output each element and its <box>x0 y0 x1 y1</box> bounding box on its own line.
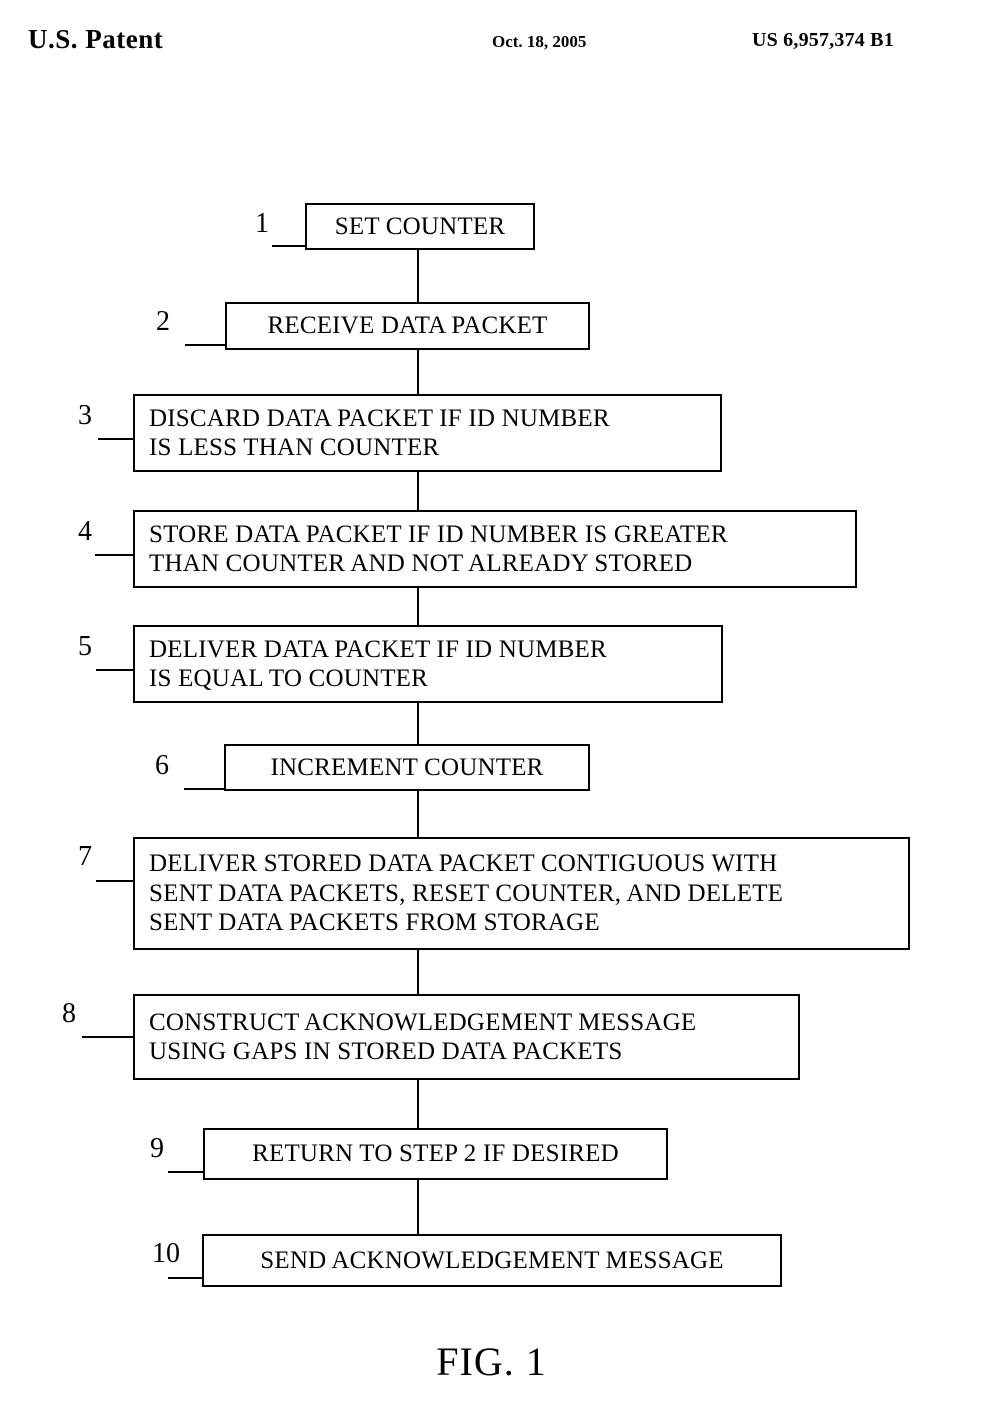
step-box-2[interactable]: RECEIVE DATA PACKET <box>225 302 590 350</box>
connector-3-to-4 <box>417 470 419 514</box>
step-box-1[interactable]: SET COUNTER <box>305 203 535 250</box>
step-box-5[interactable]: DELIVER DATA PACKET IF ID NUMBER IS EQUA… <box>133 625 723 703</box>
step-number-7: 7 <box>78 841 92 872</box>
patent-issue-date: Oct. 18, 2005 <box>492 32 587 51</box>
step-number-8: 8 <box>62 998 76 1029</box>
leader-line-2 <box>185 344 227 346</box>
connector-7-to-8 <box>417 950 419 994</box>
step-number-1: 1 <box>255 208 269 239</box>
step-box-4-line-2: THAN COUNTER AND NOT ALREADY STORED <box>149 550 693 577</box>
step-number-9: 9 <box>150 1133 164 1164</box>
step-box-10-line-1: SEND ACKNOWLEDGEMENT MESSAGE <box>260 1246 724 1274</box>
step-box-8-line-2: USING GAPS IN STORED DATA PACKETS <box>149 1038 623 1065</box>
step-box-7[interactable]: DELIVER STORED DATA PACKET CONTIGUOUS WI… <box>133 837 910 950</box>
step-box-1-line-1: SET COUNTER <box>334 212 506 240</box>
step-box-5-line-1: DELIVER DATA PACKET IF ID NUMBER <box>149 635 607 663</box>
step-number-6: 6 <box>155 750 169 781</box>
leader-line-5 <box>96 669 135 671</box>
step-number-3: 3 <box>78 400 92 431</box>
leader-line-10 <box>168 1277 204 1279</box>
step-box-4-line-1: STORE DATA PACKET IF ID NUMBER IS GREATE… <box>149 520 728 548</box>
step-box-4[interactable]: STORE DATA PACKET IF ID NUMBER IS GREATE… <box>133 510 857 588</box>
connector-9-to-10 <box>417 1178 419 1236</box>
step-number-4: 4 <box>78 516 92 547</box>
step-box-3[interactable]: DISCARD DATA PACKET IF ID NUMBER IS LESS… <box>133 394 722 472</box>
step-box-9[interactable]: RETURN TO STEP 2 IF DESIRED <box>203 1128 668 1180</box>
patent-header: U.S. Patent Oct. 18, 2005 US 6,957,374 B… <box>0 0 983 78</box>
step-box-6-line-1: INCREMENT COUNTER <box>270 753 544 781</box>
connector-5-to-6 <box>417 701 419 748</box>
step-box-7-line-3: SENT DATA PACKETS FROM STORAGE <box>149 909 600 937</box>
leader-line-4 <box>95 554 135 556</box>
leader-line-9 <box>168 1171 205 1173</box>
connector-2-to-3 <box>417 348 419 398</box>
step-box-6[interactable]: INCREMENT COUNTER <box>224 744 590 791</box>
connector-4-to-5 <box>417 586 419 629</box>
figure-caption: FIG. 1 <box>436 1339 547 1384</box>
step-box-8[interactable]: CONSTRUCT ACKNOWLEDGEMENT MESSAGE USING … <box>133 994 800 1080</box>
leader-line-3 <box>98 438 135 440</box>
leader-line-1 <box>272 245 307 247</box>
connector-6-to-7 <box>417 791 419 839</box>
step-box-8-line-1: CONSTRUCT ACKNOWLEDGEMENT MESSAGE <box>149 1008 697 1036</box>
step-box-7-line-2: SENT DATA PACKETS, RESET COUNTER, AND DE… <box>149 879 784 907</box>
leader-line-8 <box>82 1036 135 1038</box>
leader-line-6 <box>184 788 226 790</box>
step-box-5-line-2: IS EQUAL TO COUNTER <box>149 665 429 692</box>
step-number-5: 5 <box>78 631 92 662</box>
connector-1-to-2 <box>417 248 419 306</box>
patent-number: US 6,957,374 B1 <box>752 29 894 51</box>
step-box-2-line-1: RECEIVE DATA PACKET <box>267 312 548 340</box>
connector-8-to-9 <box>417 1078 419 1132</box>
step-box-3-line-1: DISCARD DATA PACKET IF ID NUMBER <box>149 404 610 432</box>
leader-line-7 <box>96 880 135 882</box>
step-box-9-line-1: RETURN TO STEP 2 IF DESIRED <box>252 1140 619 1168</box>
step-box-3-line-2: IS LESS THAN COUNTER <box>149 434 440 461</box>
step-box-10[interactable]: SEND ACKNOWLEDGEMENT MESSAGE <box>202 1234 782 1287</box>
step-box-7-line-1: DELIVER STORED DATA PACKET CONTIGUOUS WI… <box>149 850 778 878</box>
step-number-10: 10 <box>152 1238 180 1269</box>
step-number-2: 2 <box>156 306 170 337</box>
patent-office-title: U.S. Patent <box>28 24 164 54</box>
